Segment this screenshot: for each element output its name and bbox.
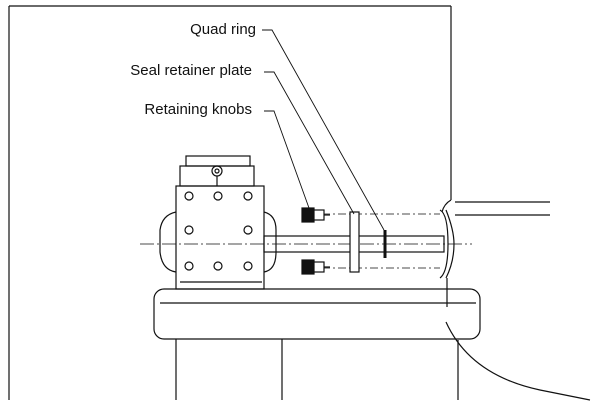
- seal-retainer-plate: [349, 211, 360, 273]
- label-seal-retainer-plate: Seal retainer plate: [130, 62, 252, 79]
- base-plate: [153, 288, 481, 400]
- label-retaining-knobs: Retaining knobs: [144, 101, 252, 118]
- leader-lines: [262, 29, 385, 231]
- retaining-knob-lower: [301, 259, 330, 275]
- figure-frame: [8, 5, 451, 400]
- housing-wall: [441, 6, 591, 401]
- leader-retaining-knobs: [264, 110, 310, 209]
- leader-quad-ring: [262, 29, 385, 231]
- guide-lines: [322, 213, 440, 269]
- retaining-knob-upper: [301, 207, 330, 223]
- leader-seal-plate: [264, 71, 355, 215]
- motor-block: [159, 155, 277, 290]
- label-quad-ring: Quad ring: [190, 21, 256, 38]
